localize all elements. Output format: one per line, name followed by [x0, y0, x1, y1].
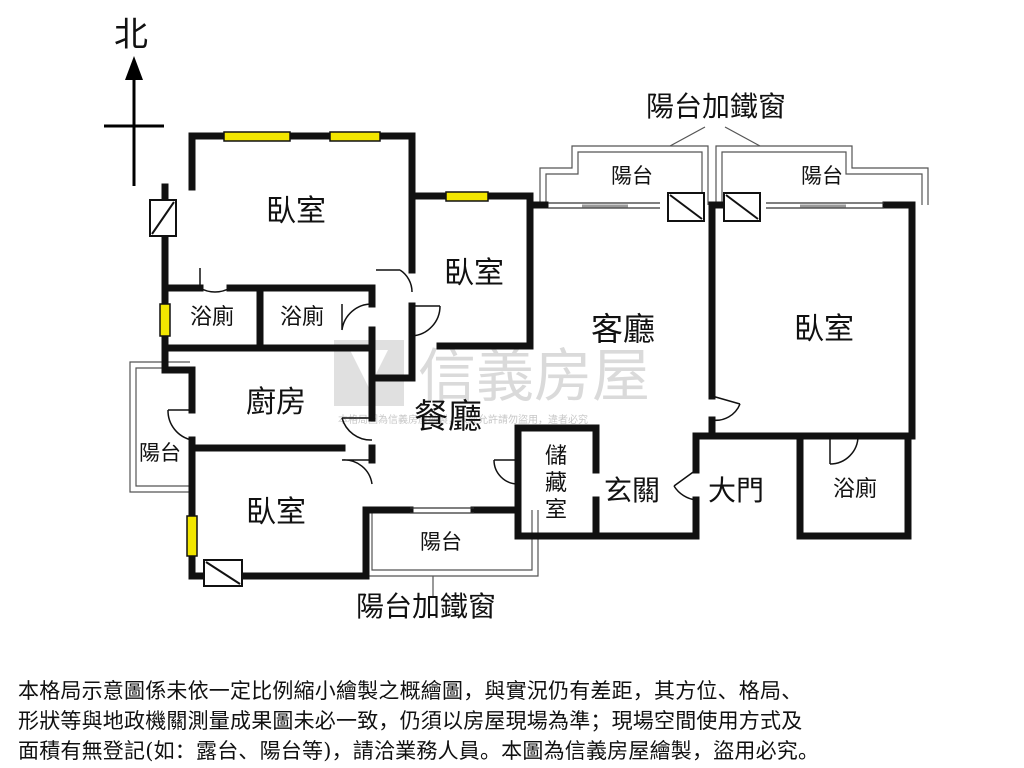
window-bedroom-mid	[445, 191, 489, 202]
watermark-fine-print: 本格局圖為信義房屋繪製，未經允許請勿盜用，違者必究	[338, 413, 588, 426]
window-bedroom-sw	[186, 515, 198, 557]
window-bedroom-nw-2	[329, 131, 381, 142]
label-bath-2: 浴廁	[280, 305, 324, 330]
annotation-iron-window-bottom: 陽台加鐵窗	[356, 590, 496, 623]
label-bedroom-mid: 臥室	[444, 256, 504, 291]
window-bath-1	[159, 303, 171, 337]
label-storage-3: 室	[545, 498, 567, 523]
walls	[161, 132, 916, 580]
label-main-door: 大門	[708, 474, 764, 507]
label-storage-1: 儲	[545, 444, 567, 469]
annotation-iron-window-top: 陽台加鐵窗	[646, 90, 786, 123]
label-bath-1: 浴廁	[190, 305, 234, 330]
disclaimer-line-2: 形狀等與地政機關測量成果圖未必一致，仍須以房屋現場為準；現場空間使用方式及	[18, 709, 803, 733]
disclaimer-line-1: 本格局示意圖係未依一定比例縮小繪製之概繪圖，與實況仍有差距，其方位、格局、	[18, 679, 803, 703]
label-dining-room: 餐廳	[414, 397, 482, 437]
swing-doors	[167, 268, 859, 501]
disclaimer-line-3: 面積有無登記(如：露台、陽台等)，請洽業務人員。本圖為信義房屋繪製，盜用必究。	[18, 739, 820, 763]
room-labels: 臥室 臥室 浴廁 浴廁 客廳 臥室 廚房 餐廳 陽台 臥室 陽台 儲 藏 室 玄…	[139, 90, 877, 623]
label-balcony-ne-2: 陽台	[801, 164, 843, 188]
label-living-room: 客廳	[591, 310, 655, 348]
disclaimer: 本格局示意圖係未依一定比例縮小繪製之概繪圖，與實況仍有差距，其方位、格局、 形狀…	[18, 676, 1013, 766]
utility-boxes	[149, 192, 761, 587]
sliding-doors	[410, 202, 884, 514]
watermark: 信義房屋 本格局圖為信義房屋繪製，未經允許請勿盜用，違者必究	[334, 340, 650, 426]
balcony-outlines	[129, 126, 929, 596]
label-kitchen: 廚房	[246, 385, 306, 420]
north-label: 北	[114, 15, 148, 55]
label-balcony-south: 陽台	[420, 530, 462, 554]
label-bedroom-east: 臥室	[794, 312, 854, 347]
label-balcony-ne-1: 陽台	[611, 164, 653, 188]
window-bedroom-nw-1	[223, 131, 291, 142]
label-bedroom-nw: 臥室	[266, 194, 326, 229]
north-arrow-icon	[104, 56, 164, 186]
windows	[159, 131, 489, 557]
label-balcony-west: 陽台	[139, 441, 181, 465]
watermark-brand: 信義房屋	[418, 342, 650, 410]
label-foyer: 玄關	[604, 474, 660, 507]
label-storage-2: 藏	[545, 471, 567, 496]
label-bedroom-sw: 臥室	[246, 495, 306, 530]
label-bath-east: 浴廁	[833, 477, 877, 502]
